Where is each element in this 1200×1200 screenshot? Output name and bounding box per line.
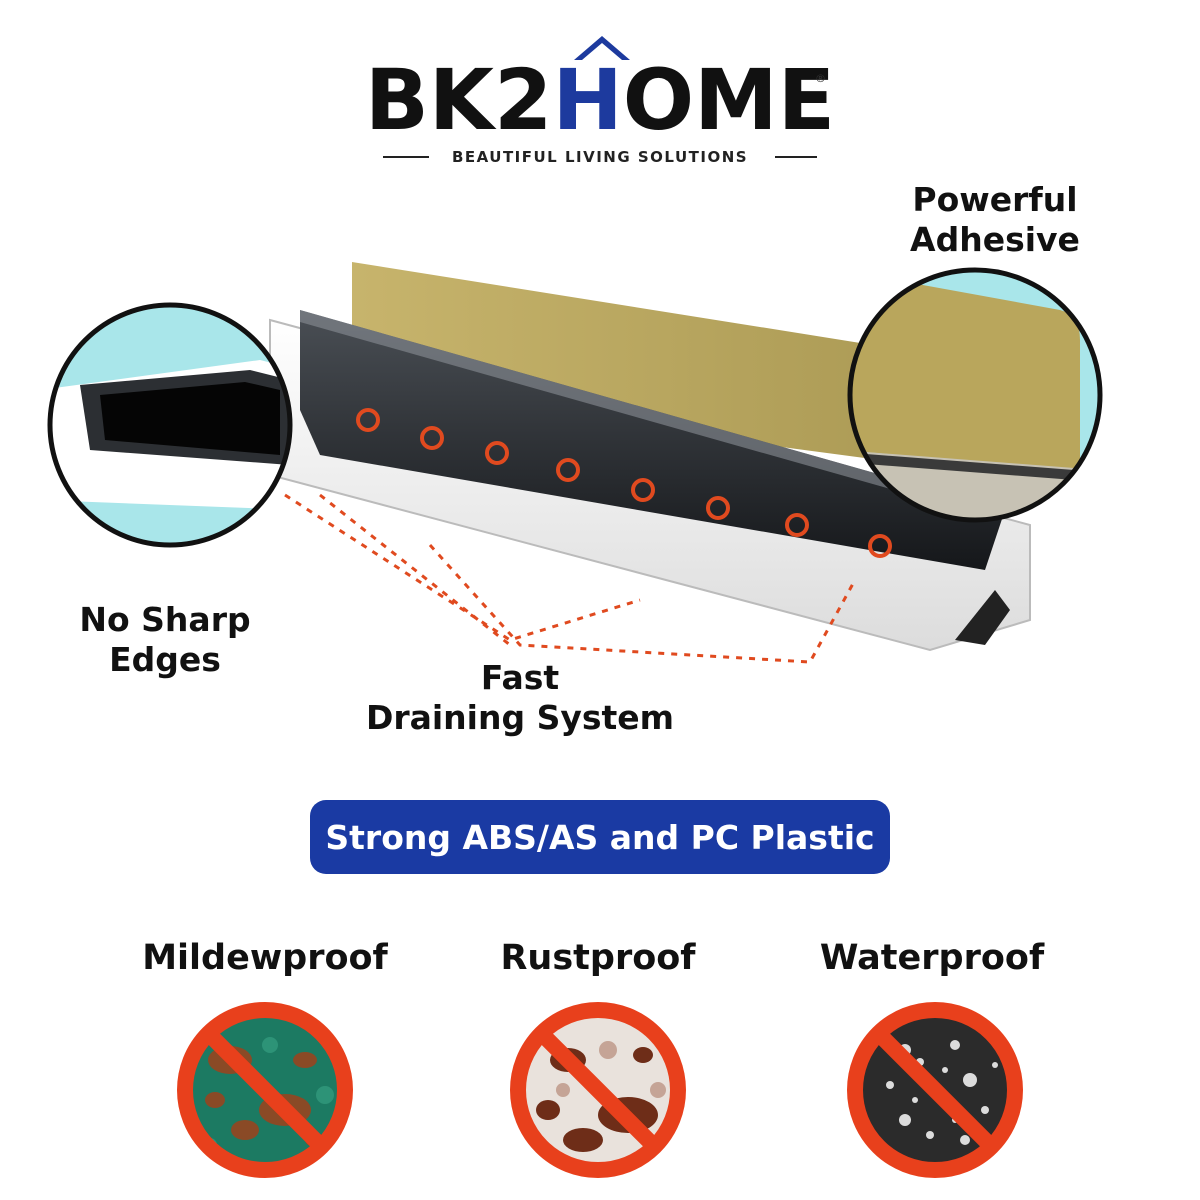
edges-label-line1: No Sharp [79, 600, 251, 639]
house-roof-icon [574, 36, 630, 60]
adhesive-callout-circle [847, 267, 1103, 523]
drain-label-line1: Fast [480, 658, 560, 697]
mount-bracket [955, 590, 1010, 645]
water-prohibited-icon [847, 1002, 1023, 1178]
feature-title-rustproof: Rustproof [500, 938, 696, 978]
edges-callout-circle [47, 302, 293, 548]
adhesive-label-line1: Powerful [912, 180, 1078, 219]
brand-name-part1: BK2 [364, 51, 553, 149]
brand-tagline: BEAUTIFUL LIVING SOLUTIONS [451, 148, 749, 166]
drain-label: Fast Draining System [340, 658, 700, 738]
tagline-rule-right [775, 156, 817, 158]
feature-title-mildewproof: Mildewproof [142, 938, 388, 978]
brand-logo: BK2HOME ® BEAUTIFUL LIVING SOLUTIONS [0, 30, 1200, 170]
registered-mark: ® [815, 72, 826, 85]
brand-wordmark: BK2HOME [0, 58, 1200, 142]
shower-shelf-illustration [47, 262, 1103, 664]
adhesive-label-line2: Adhesive [910, 220, 1080, 259]
edges-label: No Sharp Edges [55, 600, 275, 680]
shelf-tray [300, 310, 1005, 570]
rust-prohibited-icon [510, 1002, 686, 1178]
brand-name-part2: H [552, 51, 623, 149]
adhesive-label: Powerful Adhesive [880, 180, 1110, 260]
drain-holes [356, 408, 892, 558]
drain-flow-lines [284, 493, 857, 664]
mildew-prohibited-icon [177, 1002, 353, 1178]
drain-label-line2: Draining System [365, 698, 675, 737]
material-banner: Strong ABS/AS and PC Plastic [310, 800, 890, 874]
tagline-rule-left [383, 156, 429, 158]
feature-title-waterproof: Waterproof [819, 938, 1045, 978]
brand-name-part3: OME [622, 51, 836, 149]
edges-label-line2: Edges [109, 640, 221, 679]
